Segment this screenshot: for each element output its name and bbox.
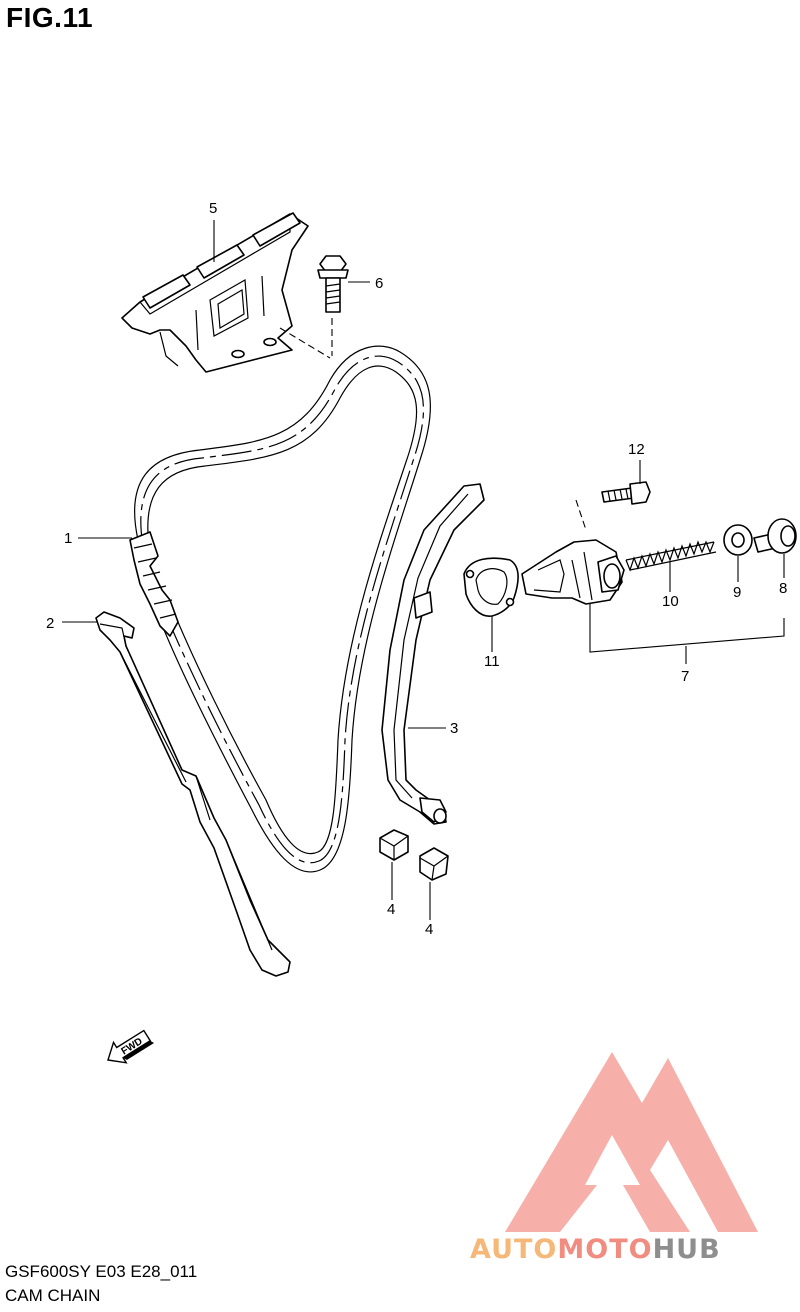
callout-2: 2 bbox=[46, 615, 54, 632]
cushion-rubber-2 bbox=[419, 847, 449, 881]
callout-4a: 4 bbox=[387, 901, 395, 918]
callout-9: 9 bbox=[733, 584, 741, 601]
cam-chain-tensioner-guide bbox=[381, 483, 485, 825]
watermark-auto: AUTO bbox=[470, 1234, 557, 1265]
callout-5: 5 bbox=[209, 200, 217, 217]
watermark-moto: MOTO bbox=[557, 1234, 652, 1265]
tensioner-gasket bbox=[463, 557, 519, 617]
callout-1: 1 bbox=[64, 530, 72, 547]
tensioner-bolt bbox=[601, 481, 651, 505]
cam-chain-guide-top bbox=[121, 212, 309, 373]
tensioner-spring bbox=[625, 540, 717, 572]
callout-8: 8 bbox=[779, 580, 787, 597]
tensioner-washer bbox=[723, 524, 753, 556]
cam-chain bbox=[129, 345, 431, 873]
watermark-hub: HUB bbox=[653, 1234, 721, 1265]
forward-arrow-icon: FWD bbox=[107, 1029, 155, 1064]
watermark-logo bbox=[505, 1052, 758, 1232]
callout-4b: 4 bbox=[425, 921, 433, 938]
cam-chain-guide-left bbox=[95, 611, 291, 977]
footer-model-code: GSF600SY E03 E28_011 bbox=[5, 1262, 198, 1281]
callout-7: 7 bbox=[681, 668, 689, 685]
leader-7-bracket bbox=[589, 604, 785, 653]
cushion-rubber-1 bbox=[379, 829, 409, 861]
callout-10: 10 bbox=[662, 593, 679, 610]
callout-12: 12 bbox=[628, 441, 645, 458]
callout-11: 11 bbox=[484, 653, 500, 670]
callout-6: 6 bbox=[375, 275, 383, 292]
callout-3: 3 bbox=[450, 720, 458, 737]
figure-title: FIG.11 bbox=[6, 2, 94, 33]
watermark-text: AUTOMOTOHUB bbox=[470, 1234, 721, 1265]
cam-chain-tensioner-assembly bbox=[521, 539, 625, 605]
tensioner-plug-bolt bbox=[753, 518, 797, 554]
footer-section-name: CAM CHAIN bbox=[5, 1286, 101, 1305]
guide-bolt bbox=[317, 255, 349, 313]
